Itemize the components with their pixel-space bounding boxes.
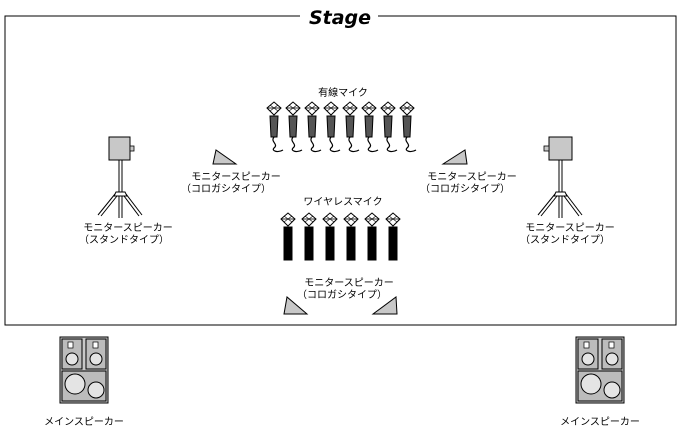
wedge-monitor-top-left	[212, 149, 238, 165]
wired-mic	[361, 101, 379, 153]
wired-mic	[399, 101, 417, 153]
stage-outline	[4, 15, 677, 326]
wedge-monitor-bottom-left	[283, 296, 309, 315]
stand-monitor-cabinet	[108, 136, 131, 161]
wireless-mic	[385, 212, 401, 261]
wedge-monitor-top-right	[441, 149, 468, 165]
wireless-mic	[364, 212, 380, 261]
wireless-mic	[301, 212, 317, 261]
wireless-mic	[343, 212, 359, 261]
wired-mic	[266, 101, 284, 153]
stand-monitor-right-label-line2: （スタンドタイプ）	[520, 234, 610, 246]
wired-mic	[323, 101, 341, 153]
wireless-mic	[322, 212, 338, 261]
wired-mic-group	[266, 101, 417, 153]
stand-monitor-cabinet	[548, 136, 573, 161]
wired-mic	[304, 101, 322, 153]
wedge-monitor-bottom-right	[371, 296, 398, 315]
wedge-monitor-top-left-label-line1: モニタースピーカー	[191, 171, 281, 183]
wedge-monitor-top-right-label-line1: モニタースピーカー	[427, 171, 517, 183]
wired-mic	[285, 101, 303, 153]
stand-monitor-left	[97, 136, 143, 218]
main-speaker-right-label: メインスピーカー	[560, 416, 640, 428]
wedge-monitor-top-right-label-line2: （コロガシタイプ）	[420, 183, 510, 195]
wireless-mic-label: ワイヤレスマイク	[303, 196, 382, 208]
main-speaker-left-label: メインスピーカー	[44, 416, 124, 428]
main-speaker-right	[575, 336, 625, 404]
main-speaker-left	[59, 336, 109, 404]
wired-mic-label: 有線マイク	[318, 86, 368, 99]
wired-mic	[380, 101, 398, 153]
stand-monitor-left-label-line2: （スタンドタイプ）	[79, 234, 169, 246]
wireless-mic-group	[280, 212, 401, 261]
stage-title: Stage	[309, 7, 371, 29]
stand-monitor-left-label-line1: モニタースピーカー	[83, 222, 173, 234]
stand-monitor-right	[537, 136, 583, 218]
wireless-mic	[280, 212, 296, 261]
wedge-monitor-top-left-label-line2: （コロガシタイプ）	[181, 183, 271, 195]
wedge-monitor-bottom-label-line2: （コロガシタイプ）	[297, 289, 387, 301]
wired-mic	[342, 101, 360, 153]
wedge-monitor-bottom-label-line1: モニタースピーカー	[304, 277, 394, 289]
stand-monitor-right-label-line1: モニタースピーカー	[525, 222, 615, 234]
